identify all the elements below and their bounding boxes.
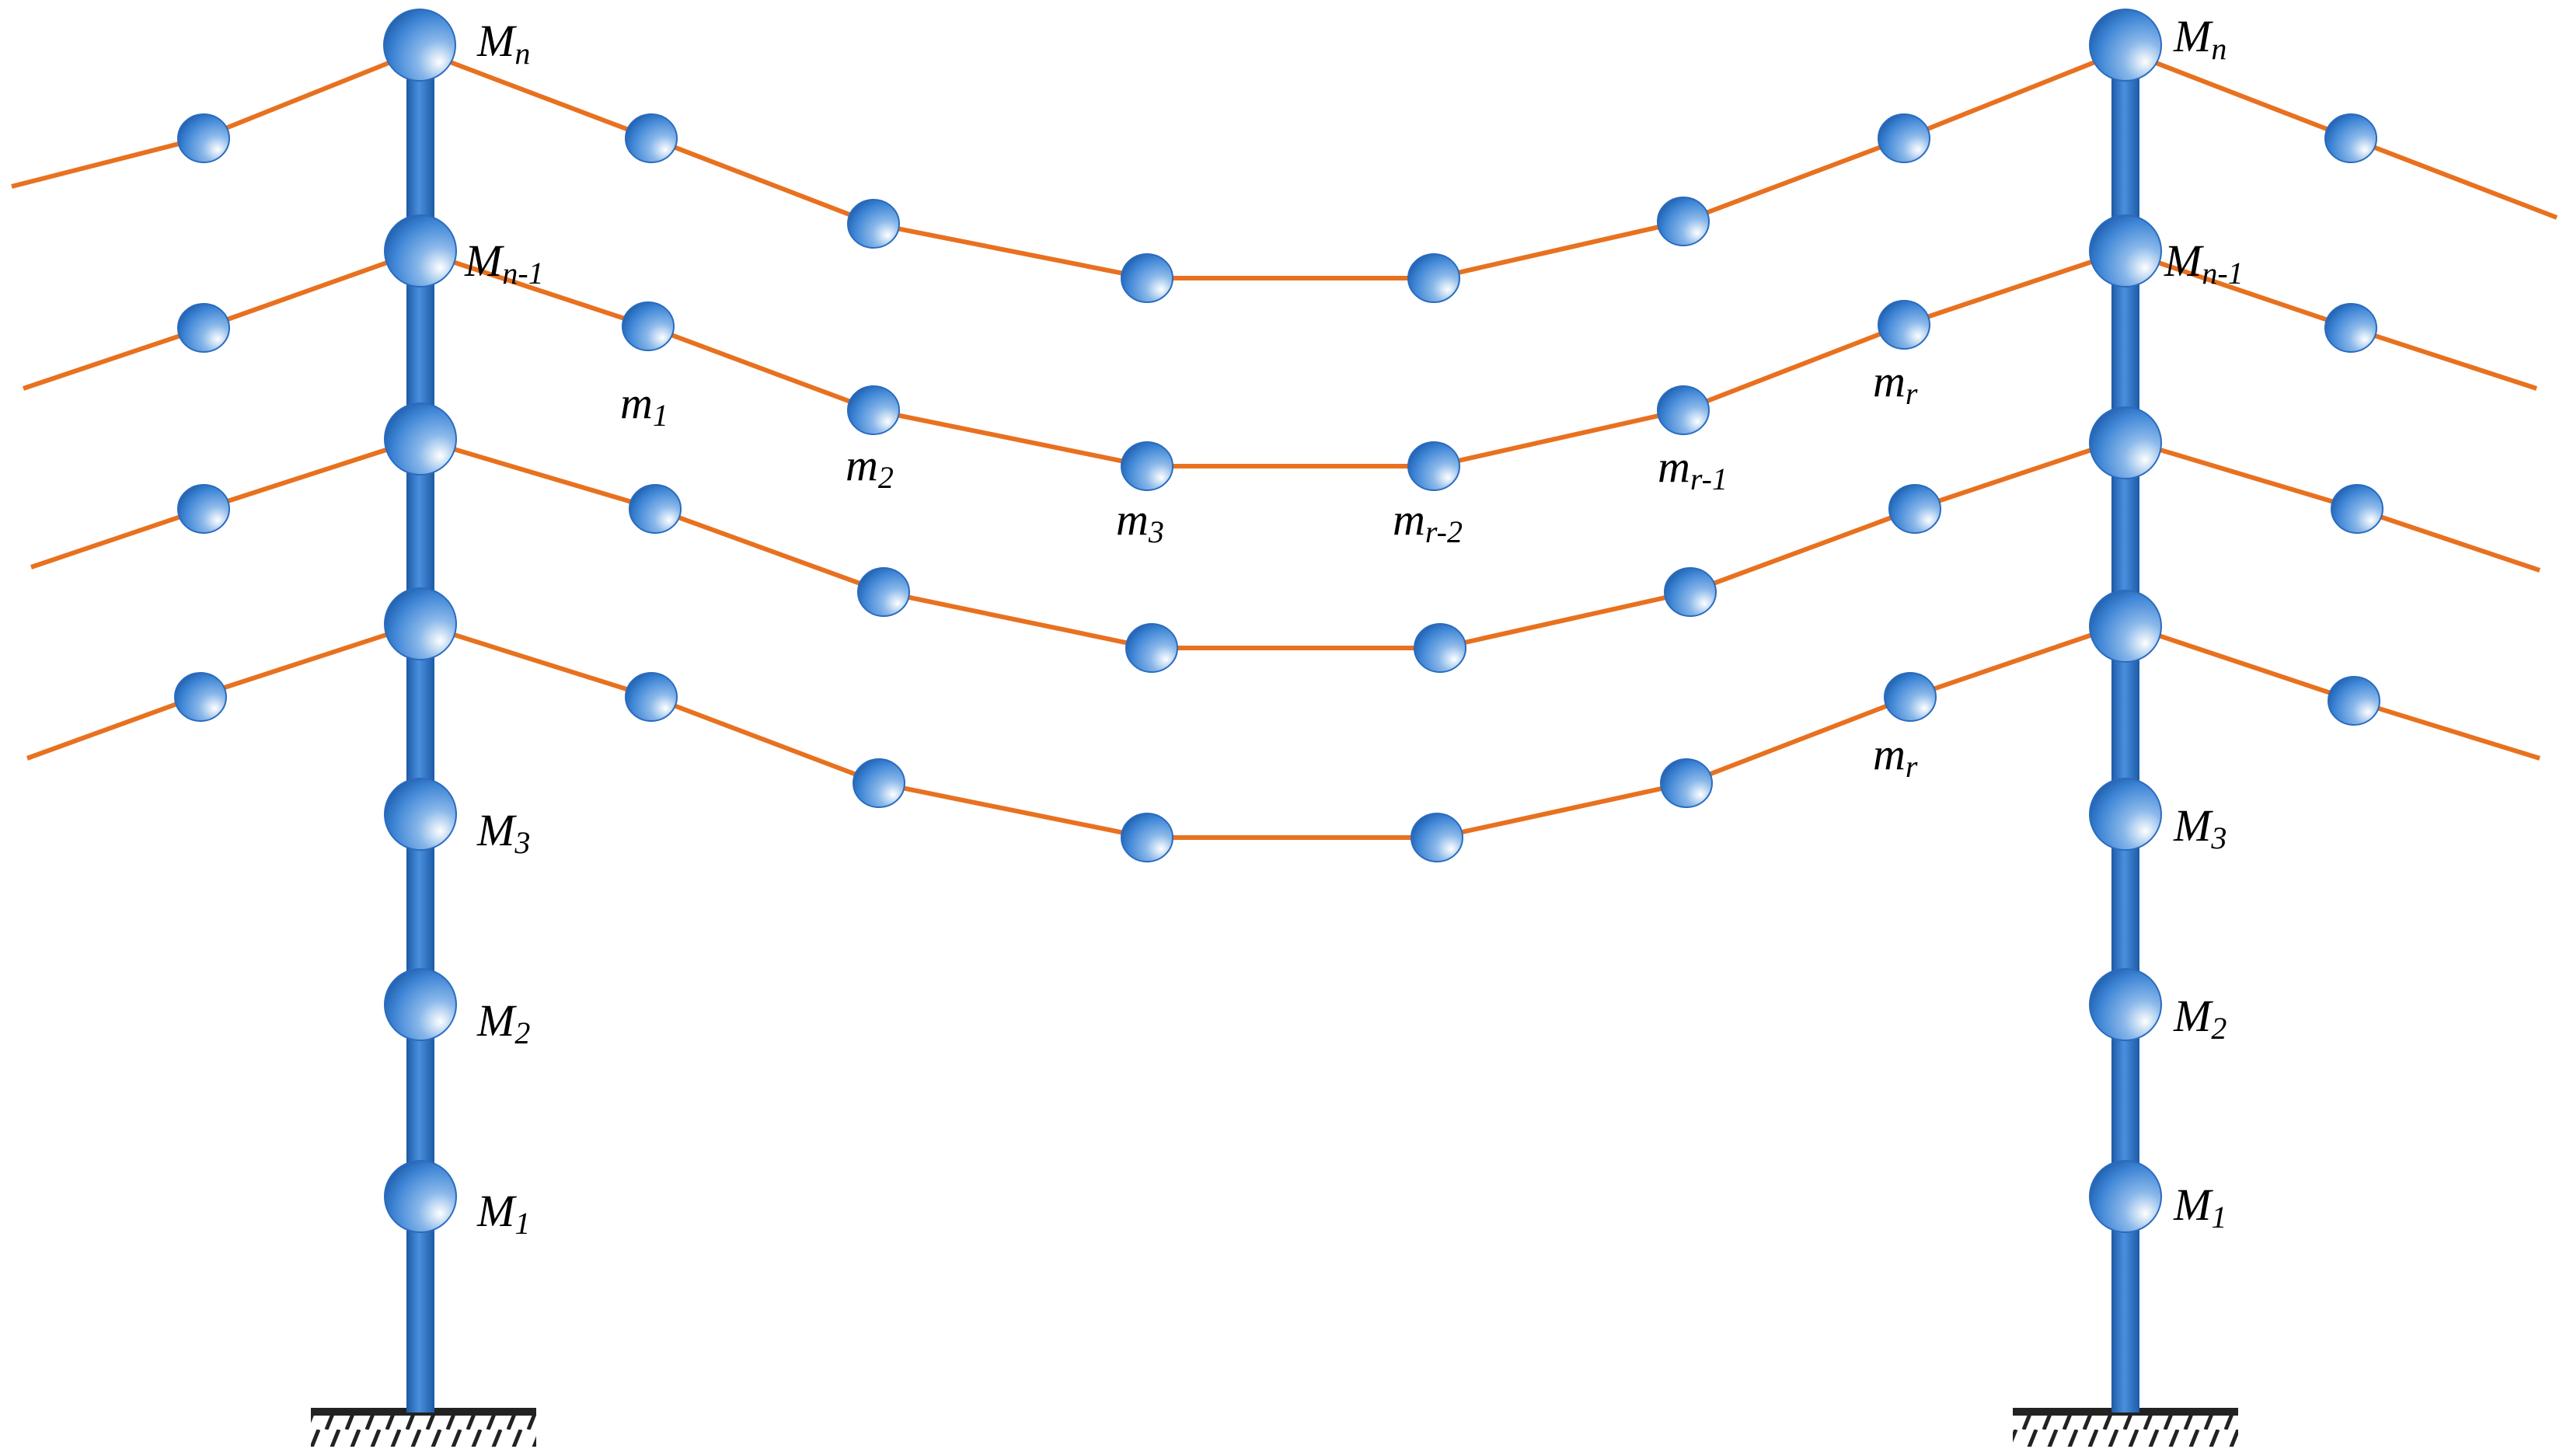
cable-mass	[177, 484, 230, 534]
cable-mass	[1411, 813, 1463, 862]
tower-masses	[383, 9, 2162, 1233]
mass-left-1	[384, 1160, 457, 1233]
cable-mass	[622, 301, 675, 351]
cable-mass	[1878, 300, 1930, 350]
label-M-2-right: M2	[2173, 991, 2226, 1046]
mass-left-upper	[384, 402, 457, 475]
label-M-n-right: Mn	[2173, 11, 2226, 66]
label-m-2: m2	[846, 440, 894, 495]
cable-mass	[2331, 484, 2383, 534]
label-M-3-left: M3	[476, 805, 530, 860]
cable-mass	[1664, 567, 1717, 617]
cable-3-span	[419, 437, 2125, 650]
cable-mass	[857, 567, 910, 617]
cable-mass	[2324, 113, 2377, 163]
mass-left-n-1	[384, 214, 457, 287]
mass-right-3	[2089, 778, 2162, 851]
cable-mass	[1121, 441, 1173, 491]
mass-right-n-1	[2089, 214, 2162, 287]
cable-mass	[1121, 813, 1173, 862]
label-M-n-1-left: Mn-1	[464, 235, 544, 291]
cable-mass	[847, 385, 900, 435]
cable-mass	[1884, 672, 1937, 722]
cable-mass	[1121, 253, 1173, 303]
ground-support-left	[311, 1408, 536, 1447]
label-M-1-left: M1	[476, 1186, 530, 1241]
label-M-3-right: M3	[2173, 800, 2226, 855]
cable-mass	[1657, 385, 1710, 435]
mass-right-n	[2089, 9, 2162, 82]
label-m-3: m3	[1116, 494, 1164, 549]
cable-2-span	[419, 249, 2125, 468]
cable-mass	[629, 484, 682, 534]
label-M-n-1-right: Mn-1	[2164, 235, 2244, 291]
mass-right-1	[2089, 1160, 2162, 1233]
cable-mass	[625, 672, 678, 722]
cable-mass	[853, 758, 905, 808]
cable-mass	[1407, 253, 1460, 303]
mass-right-upper	[2089, 406, 2162, 479]
mass-right-2	[2089, 968, 2162, 1041]
cable-mass	[1125, 623, 1178, 673]
cable-mass	[177, 303, 230, 353]
cable-4-span	[419, 622, 2125, 840]
tower-labels-right: Mn Mn-1 M3 M2 M1	[2164, 11, 2244, 1235]
cable-mass	[2324, 303, 2377, 353]
mass-left-n	[383, 9, 456, 82]
label-M-2-left: M2	[476, 995, 530, 1050]
cable-mass	[1878, 113, 1930, 163]
cable-mass	[2328, 676, 2380, 726]
label-M-n-left: Mn	[476, 16, 530, 71]
label-m-r-upper: mr	[1873, 356, 1918, 411]
label-m-r-1: mr-1	[1658, 441, 1728, 496]
label-m-1: m1	[620, 378, 668, 433]
span-labels: m1 m2 m3 mr-2 mr-1 mr mr	[620, 356, 1918, 784]
cable-mass	[1888, 484, 1941, 534]
mass-left-lower	[384, 587, 457, 660]
tower-labels-left: Mn Mn-1 M3 M2 M1	[464, 16, 544, 1241]
cable-mass	[1414, 623, 1466, 673]
cable-mass	[174, 672, 227, 722]
cable-mass	[1407, 441, 1460, 491]
label-m-r-2: mr-2	[1393, 494, 1463, 549]
ground-support-right	[2013, 1408, 2238, 1447]
cable-mass	[1660, 758, 1713, 808]
cable-mass	[847, 199, 900, 249]
label-m-r-lower: mr	[1873, 729, 1918, 784]
cable-mass	[625, 113, 678, 163]
mass-left-3	[384, 778, 457, 851]
cable-masses	[174, 113, 2383, 862]
cable-mass	[177, 113, 230, 163]
label-M-1-right: M1	[2173, 1179, 2226, 1235]
cable-mass	[1657, 197, 1710, 246]
cable-top-span	[418, 48, 2125, 280]
mass-left-2	[384, 968, 457, 1041]
mass-right-lower	[2089, 590, 2162, 663]
